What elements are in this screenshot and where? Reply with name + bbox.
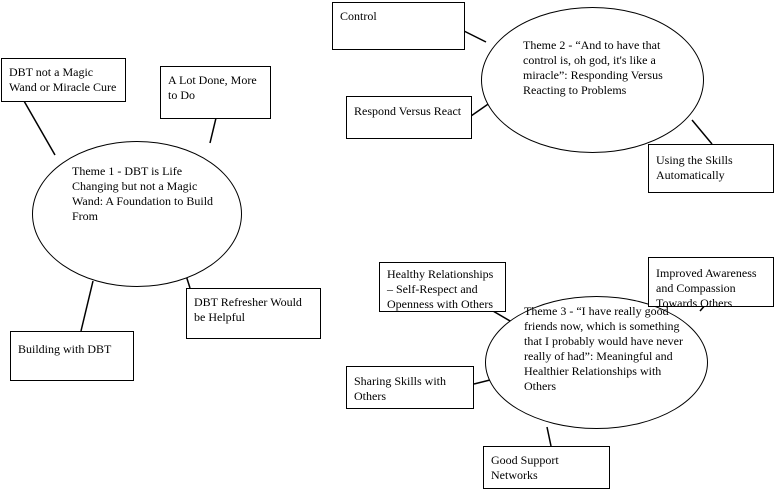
subtheme-lot-done: A Lot Done, More to Do bbox=[160, 66, 271, 119]
theme2-ellipse bbox=[481, 7, 704, 153]
subtheme-refresher: DBT Refresher Would be Helpful bbox=[186, 288, 321, 339]
theme1-label: Theme 1 - DBT is Life Changing but not a… bbox=[72, 164, 214, 223]
connector-theme3-support bbox=[546, 426, 552, 447]
connector-theme1-building bbox=[80, 280, 94, 332]
theme1-ellipse bbox=[32, 141, 242, 287]
theme2-label: Theme 2 - “And to have that control is, … bbox=[523, 38, 663, 97]
subtheme-healthy-relationships: Healthy Relationships – Self-Respect and… bbox=[379, 262, 506, 312]
theme3-ellipse bbox=[485, 296, 708, 429]
subtheme-skills-automatic: Using the Skills Automatically bbox=[648, 144, 774, 193]
connector-theme2-control bbox=[463, 30, 487, 43]
subtheme-magic-wand: DBT not a Magic Wand or Miracle Cure bbox=[1, 58, 126, 102]
subtheme-awareness-compassion: Improved Awareness and Compassion Toward… bbox=[648, 257, 774, 310]
subtheme-support-networks: Good Support Networks bbox=[483, 446, 610, 489]
theme3-label: Theme 3 - “I have really good friends no… bbox=[524, 304, 683, 393]
subtheme-sharing-skills: Sharing Skills with Others bbox=[346, 366, 474, 409]
subtheme-building: Building with DBT bbox=[10, 331, 134, 381]
subtheme-control: Control bbox=[332, 2, 465, 50]
connector-theme1-magic-wand bbox=[23, 100, 56, 156]
connector-theme1-lot-done bbox=[209, 117, 217, 144]
connector-theme2-skills bbox=[691, 119, 713, 145]
connector-theme3-sharing bbox=[473, 379, 491, 385]
subtheme-respond-react: Respond Versus React bbox=[346, 96, 472, 139]
